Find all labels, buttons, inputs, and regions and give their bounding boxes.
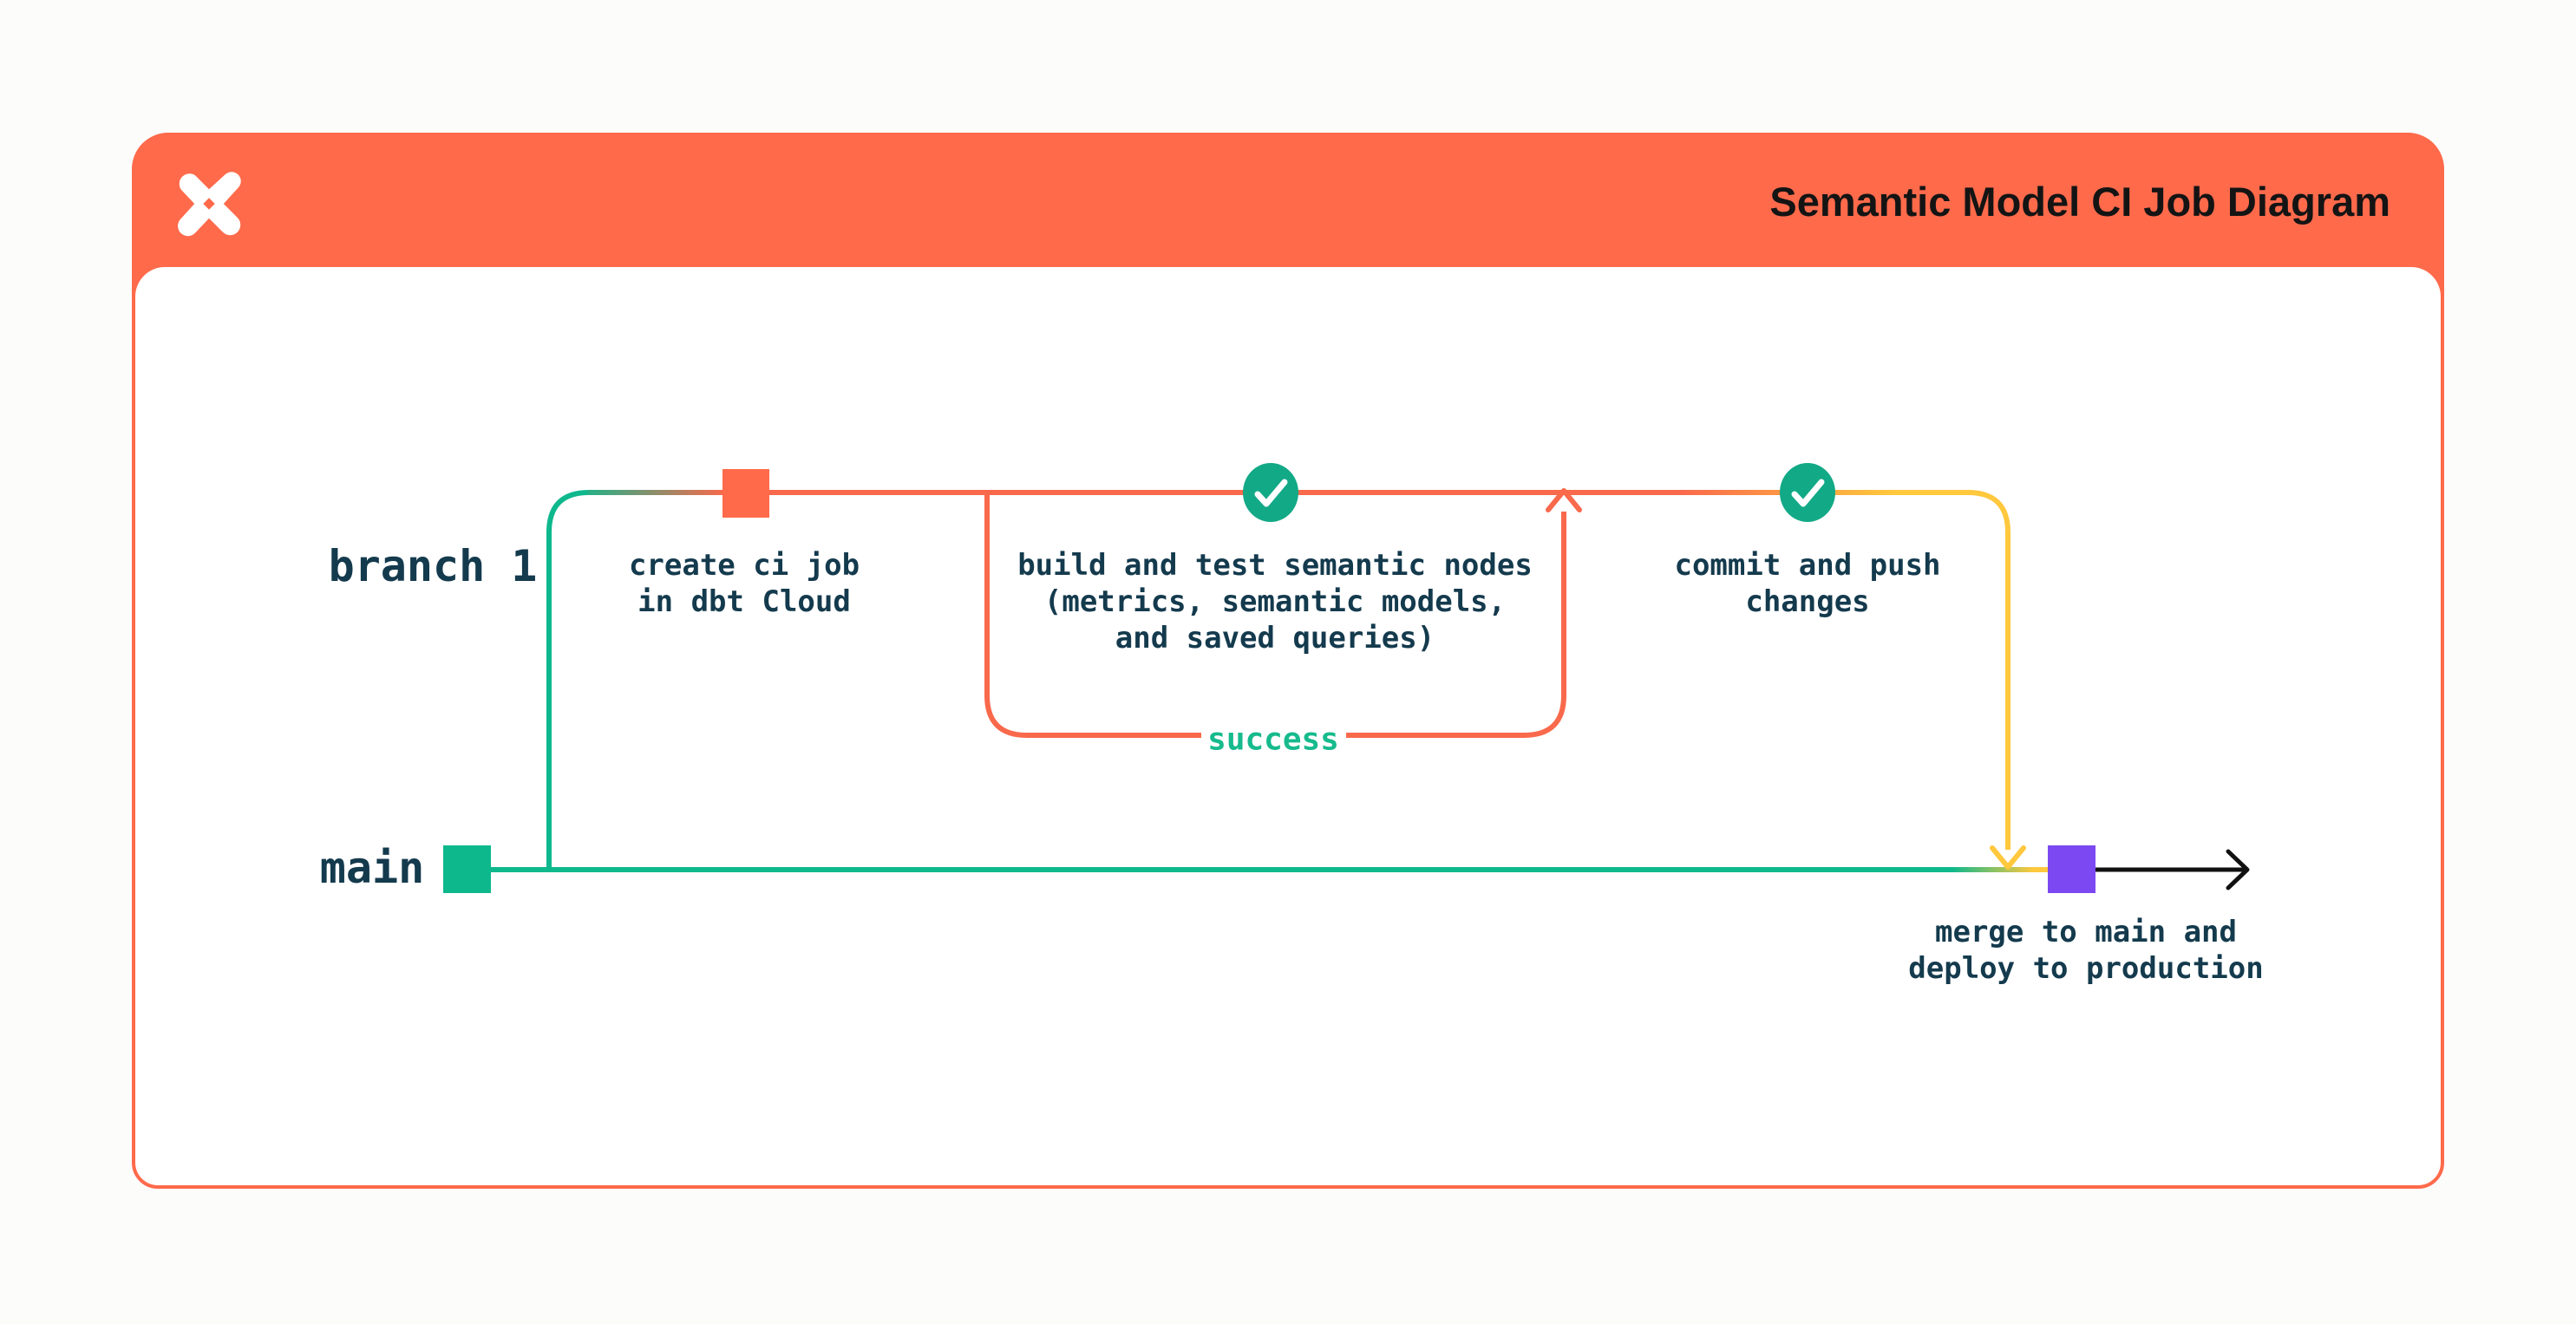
success-loop-left [984,495,1201,738]
check-icon [1243,463,1298,522]
arrow-down-icon [1990,845,2026,870]
branch-1-label: branch 1 [328,541,538,591]
step-merge-deploy-label: merge to main and deploy to production [1908,915,2264,986]
diagram-card: Semantic Model CI Job Diagram [132,133,2444,1189]
card-header: Semantic Model CI Job Diagram [135,136,2441,267]
main-commit-node [443,845,491,893]
success-label: success [1207,721,1339,758]
main-label: main [319,843,425,893]
merge-commit-node [2048,845,2095,893]
branch-line-green [546,490,590,870]
create-ci-job-node [722,469,769,518]
check-icon [1780,463,1835,522]
step-create-ci-job-label: create ci job in dbt Cloud [628,548,860,619]
step-commit-push-label: commit and push changes [1674,548,1941,619]
step-build-test-label: build and test semantic nodes (metrics, … [1017,548,1533,655]
dbt-logo-icon [178,172,241,237]
diagram-area [135,267,2441,1185]
success-loop-right [1346,512,1566,738]
arrow-right-icon [2226,849,2250,890]
arrow-up-icon [1546,488,1582,512]
page-title: Semantic Model CI Job Diagram [1769,179,2390,225]
branch-line-yellow-down [1893,490,2010,850]
